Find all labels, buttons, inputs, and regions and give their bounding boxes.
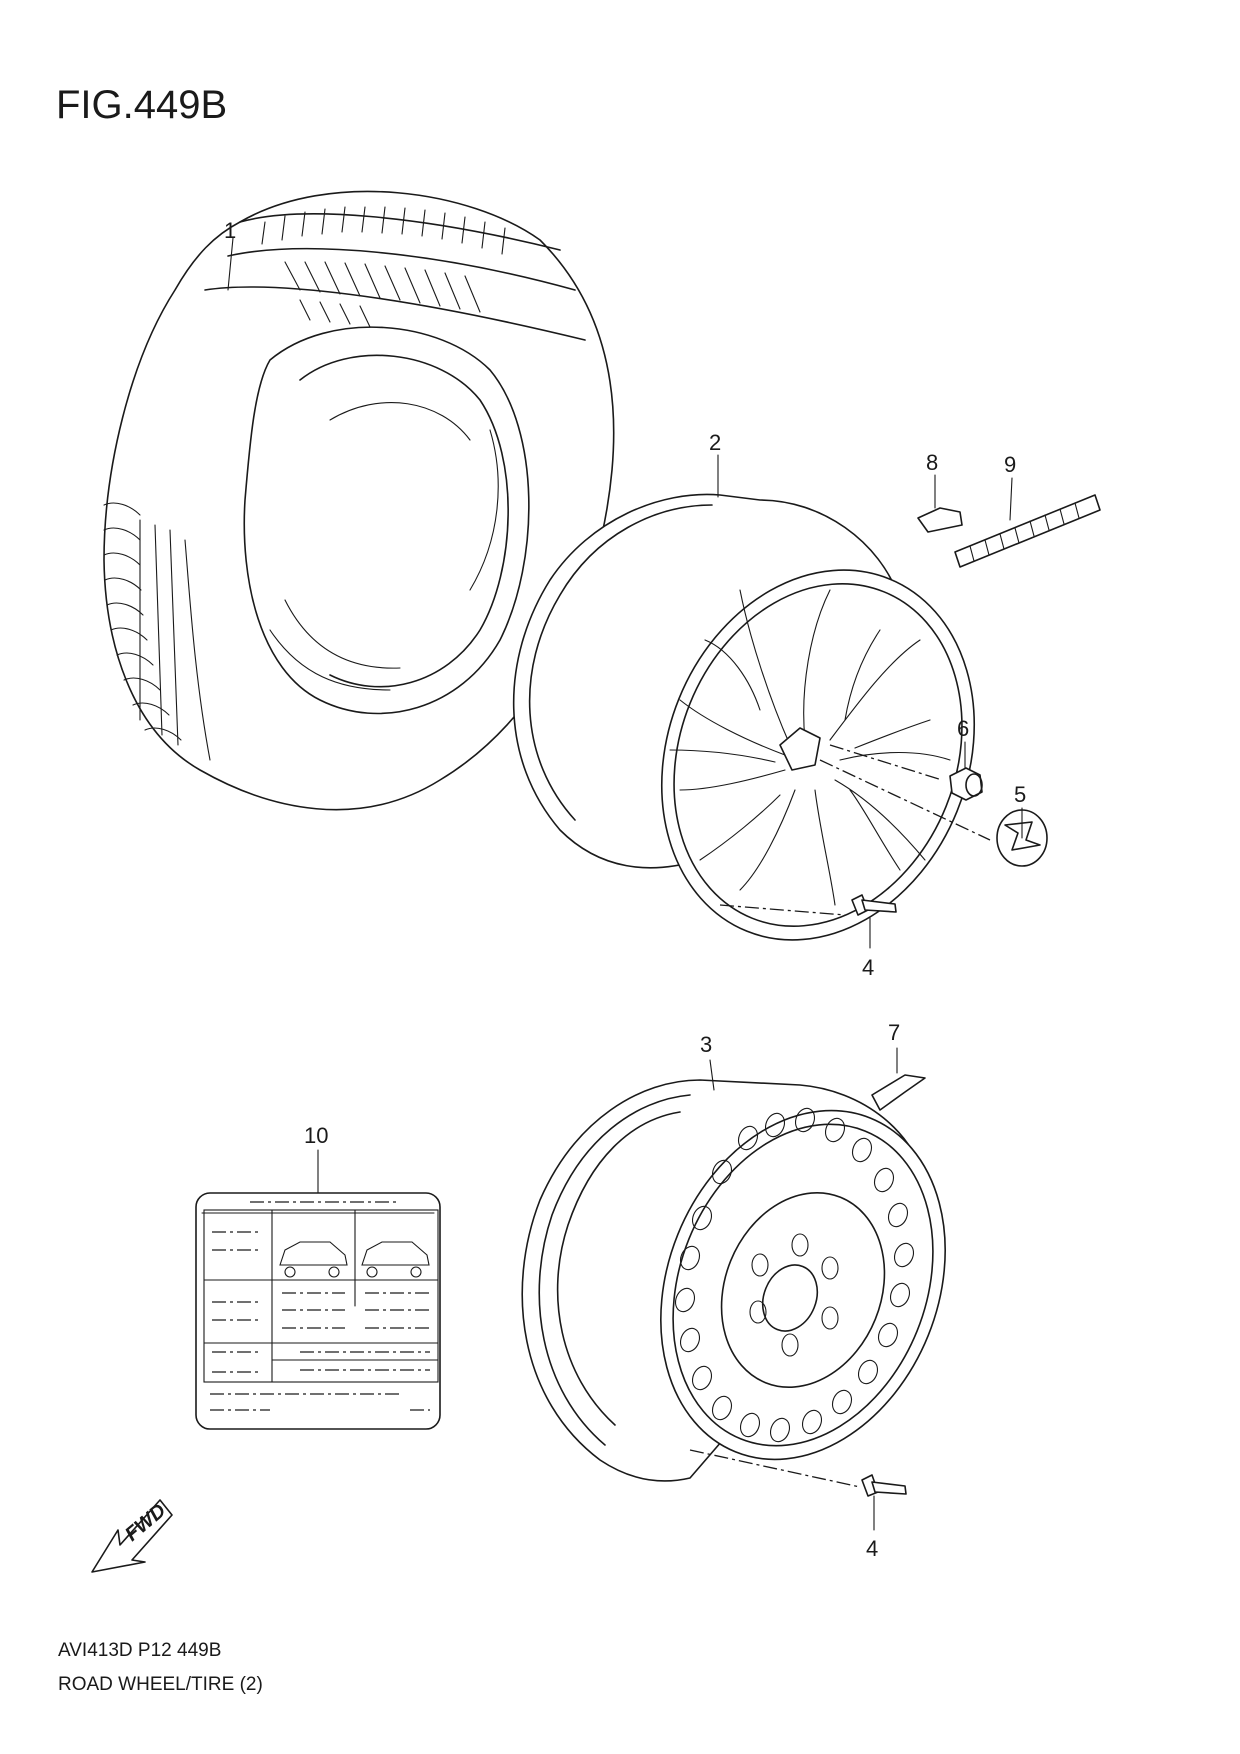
- tire-label-icon[interactable]: [195, 1192, 441, 1430]
- figure-code: AVI413D P12 449B: [58, 1640, 221, 1661]
- callout-4-alloy: 4: [862, 955, 874, 980]
- tire-icon[interactable]: [103, 190, 615, 811]
- steel-wheel-icon[interactable]: [521, 1068, 995, 1503]
- callout-3: 3: [700, 1032, 712, 1057]
- callout-4-steel: 4: [866, 1536, 878, 1561]
- callout-7: 7: [888, 1020, 900, 1045]
- weight-strip-icon[interactable]: [954, 494, 1101, 568]
- fwd-arrow-icon: FWD: [91, 1499, 173, 1573]
- figure-subtitle: ROAD WHEEL/TIRE (2): [58, 1674, 263, 1695]
- callout-2: 2: [709, 430, 721, 455]
- valve-icon[interactable]: [861, 1474, 907, 1497]
- callout-5: 5: [1014, 782, 1026, 807]
- alloy-wheel-icon[interactable]: [512, 493, 1029, 987]
- leader-lines: [227, 237, 1023, 1531]
- balance-weight-icon[interactable]: [871, 1074, 926, 1111]
- clip-weight-icon[interactable]: [917, 507, 963, 533]
- callout-8: 8: [926, 450, 938, 475]
- callout-6: 6: [957, 716, 969, 741]
- callout-9: 9: [1004, 452, 1016, 477]
- callout-1: 1: [224, 218, 236, 243]
- figure-title: FIG.449B: [56, 83, 227, 127]
- valve-icon[interactable]: [851, 894, 897, 916]
- wheel-nut-icon[interactable]: [949, 767, 983, 801]
- callout-10: 10: [304, 1123, 328, 1148]
